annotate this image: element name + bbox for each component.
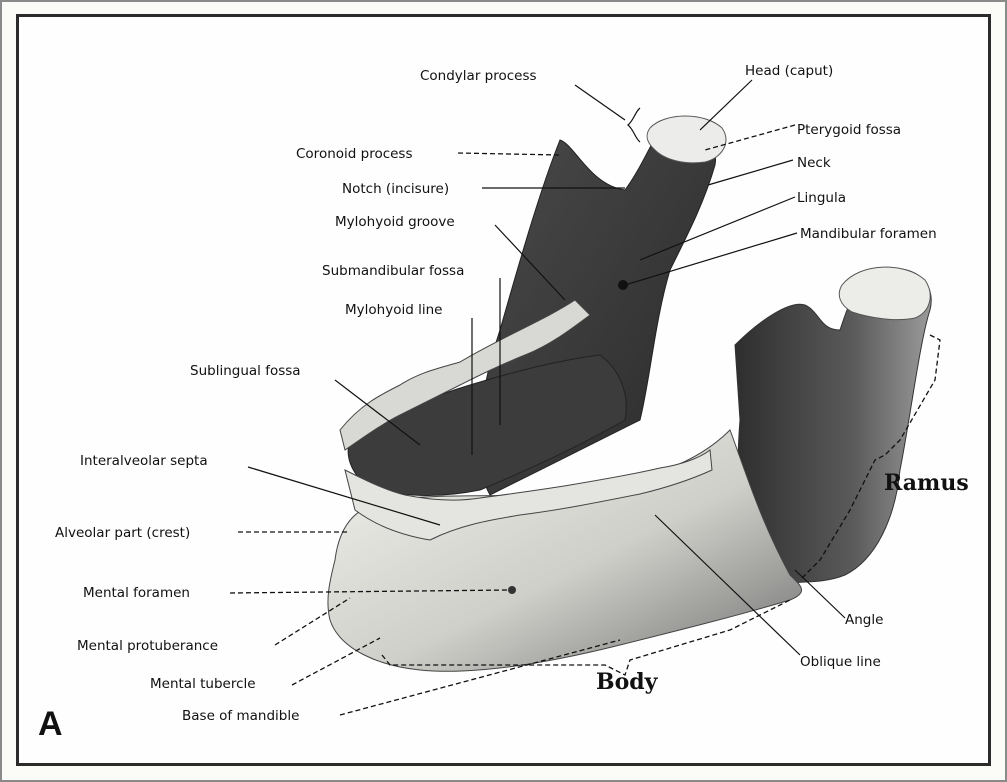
label-head-caput: Head (caput) <box>745 63 833 79</box>
label-mental-foramen: Mental foramen <box>83 585 190 601</box>
figure-letter: A <box>38 705 63 743</box>
label-sublingual-fossa: Sublingual fossa <box>190 363 301 379</box>
label-oblique-line: Oblique line <box>800 654 881 670</box>
label-coronoid-process: Coronoid process <box>296 146 413 162</box>
label-notch: Notch (incisure) <box>342 181 449 197</box>
label-neck: Neck <box>797 155 831 171</box>
right-condyle <box>839 267 930 320</box>
label-pterygoid-fossa: Pterygoid fossa <box>797 122 901 138</box>
label-body: Body <box>596 669 659 695</box>
label-mental-tubercle: Mental tubercle <box>150 676 256 692</box>
label-angle: Angle <box>845 612 883 628</box>
mental-foramen-dot <box>508 586 516 594</box>
label-mandibular-foramen: Mandibular foramen <box>800 226 937 242</box>
label-lingula: Lingula <box>797 190 846 206</box>
label-condylar-process: Condylar process <box>420 68 537 84</box>
label-mylohyoid-line: Mylohyoid line <box>345 302 442 318</box>
label-alveolar-part: Alveolar part (crest) <box>55 525 190 541</box>
label-base-of-mandible: Base of mandible <box>182 708 299 724</box>
label-submandibular-fossa: Submandibular fossa <box>322 263 464 279</box>
label-mylohyoid-groove: Mylohyoid groove <box>335 214 455 230</box>
label-mental-protuberance: Mental protuberance <box>77 638 218 654</box>
label-interalveolar-septa: Interalveolar septa <box>80 453 208 469</box>
label-ramus: Ramus <box>884 470 969 496</box>
